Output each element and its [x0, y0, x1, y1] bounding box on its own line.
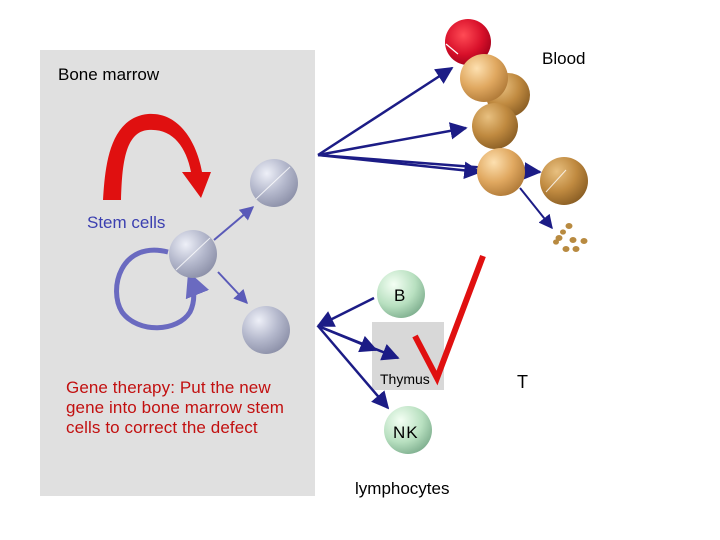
thymus-label: Thymus	[380, 371, 430, 387]
platelet-arrow	[519, 187, 553, 230]
stem-arrow-down	[217, 271, 248, 305]
stem-arrow-up	[213, 206, 255, 241]
b-cell-sphere	[377, 270, 425, 318]
lymphoid-arrows	[316, 296, 400, 410]
red-curved-arrow	[103, 113, 211, 200]
granulocyte-2	[460, 54, 508, 102]
gene-therapy-label: Gene therapy: Put the new gene into bone…	[66, 378, 285, 437]
granulocyte-3	[472, 103, 518, 149]
stem-cell-top	[250, 159, 298, 207]
self-renewal-loop-arrow	[114, 247, 210, 331]
granulocyte-4	[477, 148, 525, 196]
nk-cell-label: NK	[393, 423, 419, 442]
bone-marrow-label: Bone marrow	[58, 65, 160, 84]
blood-label: Blood	[542, 49, 586, 68]
stem-cells-label: Stem cells	[87, 213, 166, 232]
monocyte	[540, 157, 588, 205]
stem-cell-bottom	[242, 306, 290, 354]
platelets	[553, 223, 588, 252]
b-cell-label: B	[394, 286, 406, 305]
t-cell-label: T	[517, 372, 528, 392]
nk-cell-sphere	[384, 406, 432, 454]
lymphocytes-label: lymphocytes	[355, 479, 450, 498]
red-checkmark	[412, 254, 486, 386]
